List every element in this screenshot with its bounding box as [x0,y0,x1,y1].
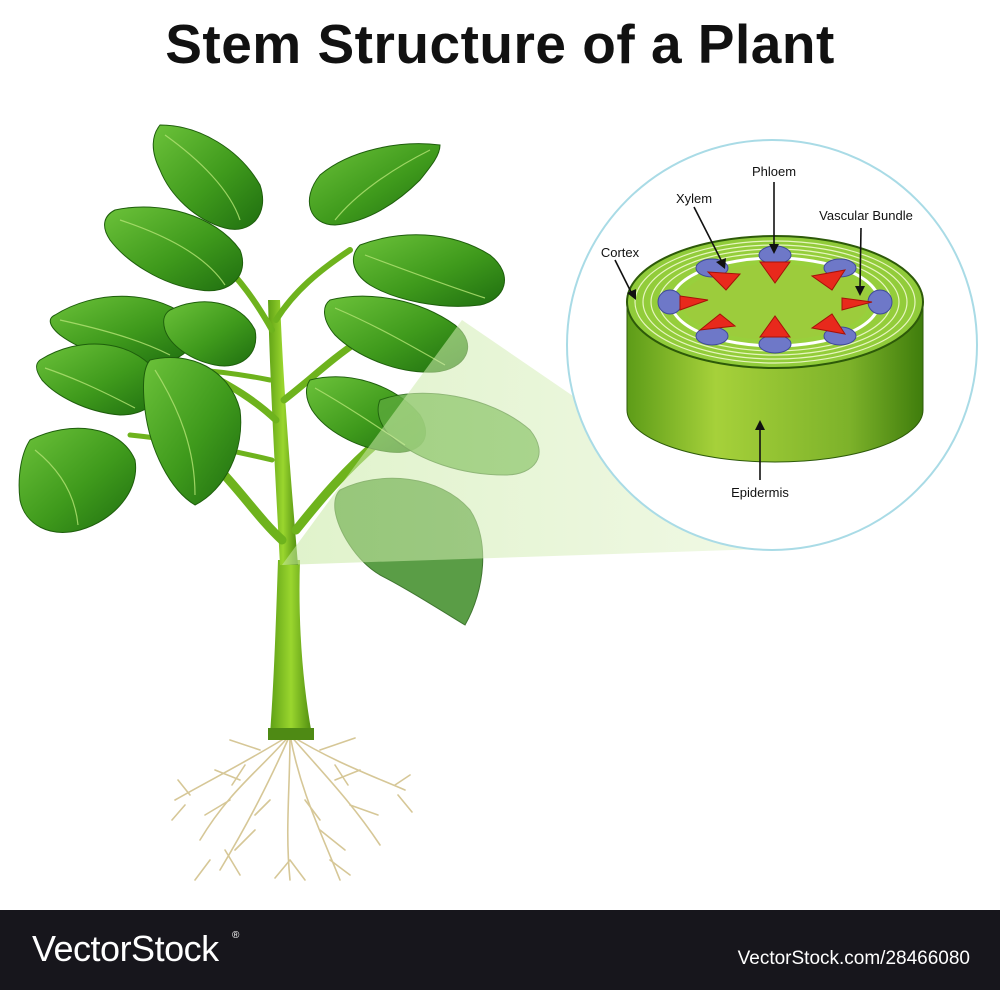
plant-roots [171,734,413,881]
stem-diagram: Phloem Xylem Vascular Bundle Cortex Epid… [18,124,978,881]
label-arrows [614,182,862,480]
label-vascular-bundle: Vascular Bundle [819,208,913,223]
label-cortex: Cortex [601,245,640,260]
label-xylem: Xylem [676,191,712,206]
label-phloem: Phloem [752,164,796,179]
registered-mark: ® [232,930,240,941]
stem-cross-section [626,235,924,463]
page-title: Stem Structure of a Plant [165,13,835,75]
label-epidermis: Epidermis [731,485,789,500]
watermark-footer: VectorStock ® VectorStock.com/28466080 [0,910,1000,990]
arrow-heads [627,244,865,430]
vectorstock-logo: VectorStock [32,928,219,969]
xylem-bundles [679,261,873,338]
image-id-text: VectorStock.com/28466080 [737,948,970,969]
